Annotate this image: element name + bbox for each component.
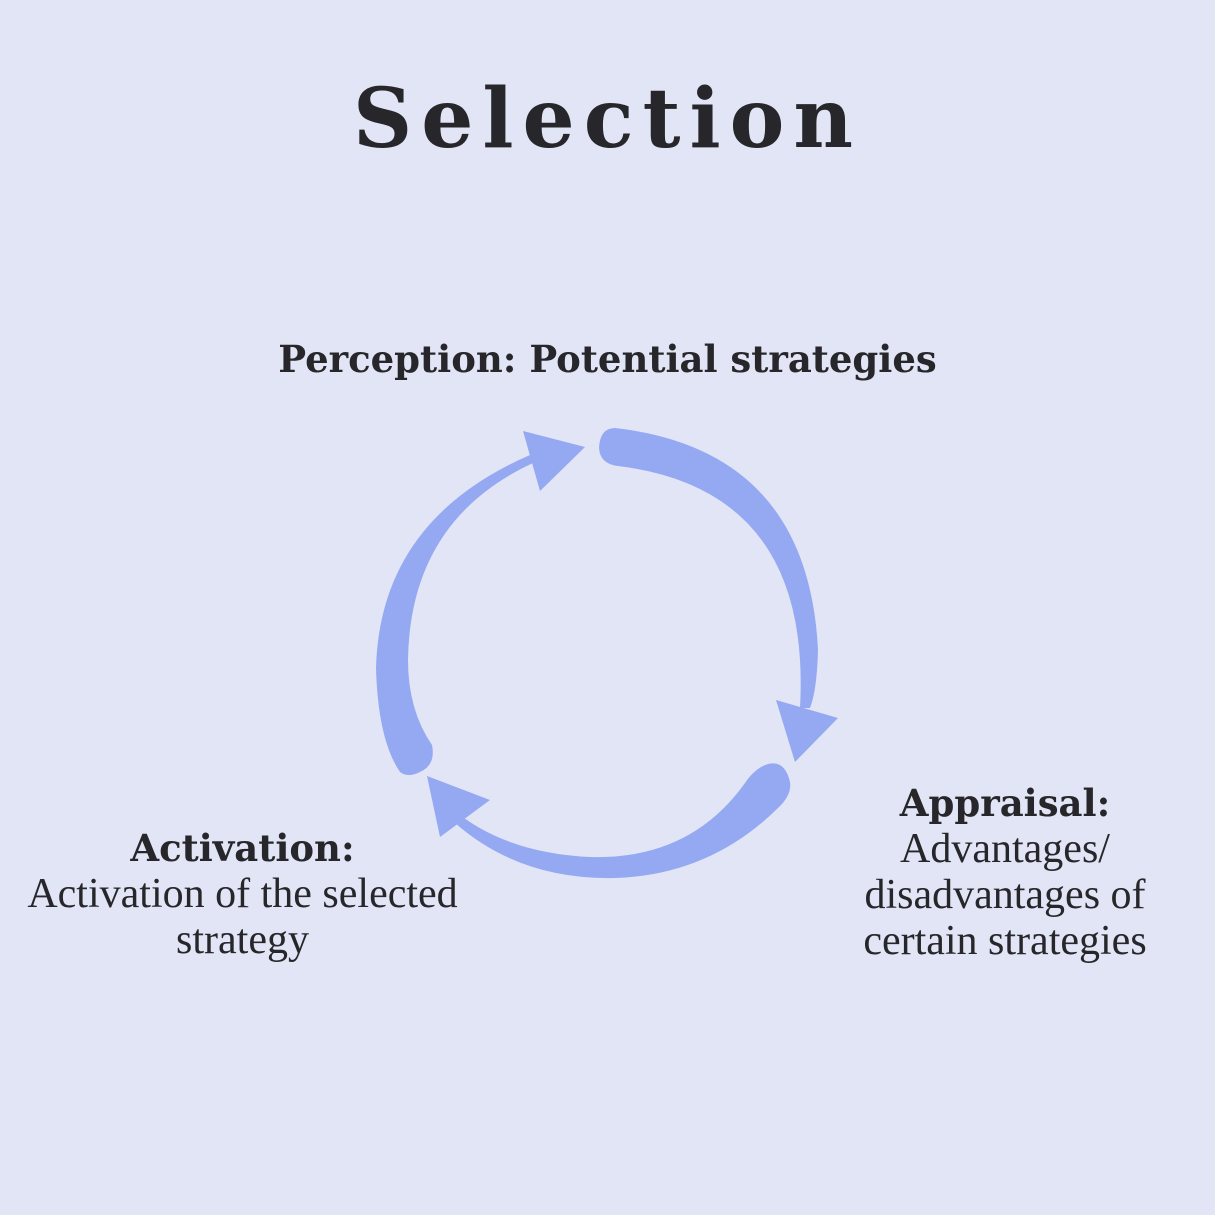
stage-appraisal-heading: Appraisal: [899, 781, 1111, 825]
arrow-body-top-right [599, 428, 818, 708]
stage-appraisal-text: Advantages/ disadvantages of certain str… [863, 826, 1147, 964]
stage-activation-heading: Activation: [130, 826, 355, 870]
arrow-body-bottom [455, 763, 791, 879]
arrowhead-bottom-left [427, 776, 490, 837]
stage-perception: Perception: Potential strategies [200, 336, 1015, 382]
cycle-arrow-top-right [599, 428, 838, 762]
arrowhead-right [776, 700, 838, 762]
page-title: Selection [353, 71, 862, 167]
stage-activation-text: Activation of the selected strategy [27, 871, 458, 963]
stage-appraisal: Appraisal: Advantages/ disadvantages of … [825, 780, 1185, 964]
arrowhead-top [523, 431, 585, 491]
cycle-arrow-bottom [427, 763, 791, 879]
arrow-body-left [376, 455, 533, 775]
stage-activation: Activation: Activation of the selected s… [0, 825, 485, 963]
cycle-arrow-left [376, 431, 585, 775]
stage-perception-heading: Perception: Potential strategies [278, 337, 937, 381]
